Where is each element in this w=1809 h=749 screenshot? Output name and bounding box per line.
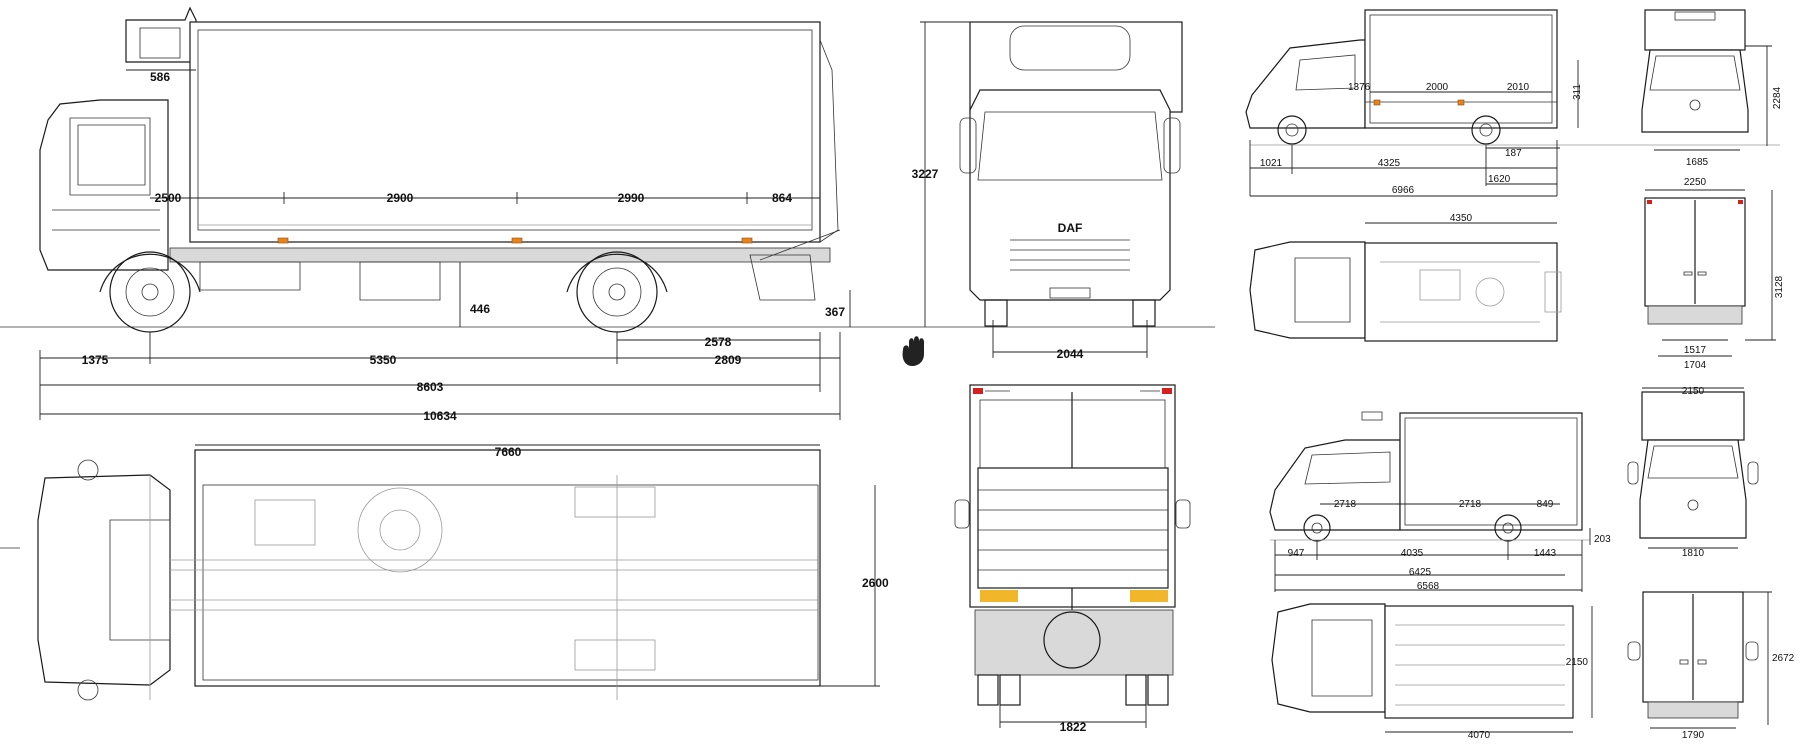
dim-3227: 3227 xyxy=(912,167,939,181)
sprinter-top-view: 4350 xyxy=(1249,213,1562,342)
ducato-front-view: 2150 1810 xyxy=(1627,386,1759,559)
dim-3128: 3128 xyxy=(1774,275,1785,298)
dim-5350: 5350 xyxy=(370,353,397,367)
sprinter-front-view: 2284 1685 xyxy=(1641,9,1783,168)
dim-203: 203 xyxy=(1594,534,1611,545)
dim-4350: 4350 xyxy=(1450,213,1473,224)
dim-1790: 1790 xyxy=(1682,730,1705,741)
dim-2600: 2600 xyxy=(862,576,889,590)
dim-ducato-2150-front: 2150 xyxy=(1682,386,1705,397)
dim-1021: 1021 xyxy=(1260,158,1283,169)
sprinter-rear-view: 2250 3128 1517 1704 xyxy=(1644,177,1785,371)
daf-front-view: DAF 3227 2044 xyxy=(902,21,1183,366)
dim-4325: 4325 xyxy=(1378,158,1401,169)
dim-1620: 1620 xyxy=(1488,174,1511,185)
dim-2010: 2010 xyxy=(1507,82,1530,93)
dim-2000: 2000 xyxy=(1426,82,1449,93)
ducato-rear-view: 2672 1790 xyxy=(1627,591,1795,741)
dim-2672: 2672 xyxy=(1772,653,1795,664)
dim-947: 947 xyxy=(1288,548,1305,559)
dim-2044: 2044 xyxy=(1057,347,1084,361)
dim-ducato-2150-top: 2150 xyxy=(1566,657,1589,668)
dim-1376: 1376 xyxy=(1348,82,1371,93)
dim-8603: 8603 xyxy=(417,380,444,394)
dim-586: 586 xyxy=(150,70,170,84)
dim-2718a: 2718 xyxy=(1334,499,1357,510)
dim-1704: 1704 xyxy=(1684,360,1707,371)
dim-6568: 6568 xyxy=(1417,581,1440,592)
dim-6425: 6425 xyxy=(1409,567,1432,578)
sprinter-side-view: 1376 2000 2010 311 187 1021 4325 1620 69… xyxy=(1245,9,1780,197)
dim-1822: 1822 xyxy=(1060,720,1087,734)
dim-10634: 10634 xyxy=(423,409,457,423)
dim-7660: 7660 xyxy=(495,445,522,459)
dim-6966: 6966 xyxy=(1392,185,1415,196)
daf-rear-view: 1822 xyxy=(954,384,1191,734)
dim-1517: 1517 xyxy=(1684,345,1707,356)
hand-grab-cursor-icon xyxy=(902,336,924,366)
dim-1685: 1685 xyxy=(1686,157,1709,168)
dim-187: 187 xyxy=(1505,148,1522,159)
dim-1443: 1443 xyxy=(1534,548,1557,559)
dim-849: 849 xyxy=(1537,499,1554,510)
daf-side-view: 586 2500 2900 2990 864 446 367 2578 1375… xyxy=(0,6,1215,423)
dim-4070: 4070 xyxy=(1468,730,1491,741)
dim-1375: 1375 xyxy=(82,353,109,367)
dim-2284: 2284 xyxy=(1772,86,1783,109)
dim-2990: 2990 xyxy=(618,191,645,205)
dim-4035: 4035 xyxy=(1401,548,1424,559)
dim-446: 446 xyxy=(470,302,490,316)
ducato-top-view: 2150 4070 xyxy=(1271,603,1593,741)
dim-1810: 1810 xyxy=(1682,548,1705,559)
dim-2578: 2578 xyxy=(705,335,732,349)
daf-brand-logo: DAF xyxy=(1058,221,1083,235)
dim-2900: 2900 xyxy=(387,191,414,205)
dim-2809: 2809 xyxy=(715,353,742,367)
ducato-side-view: 2718 2718 849 203 947 4035 1443 6425 656… xyxy=(1269,411,1611,592)
daf-top-view: 7660 2600 xyxy=(0,444,889,701)
dim-864: 864 xyxy=(772,191,792,205)
dim-2250: 2250 xyxy=(1684,177,1707,188)
dim-367: 367 xyxy=(825,305,845,319)
dim-2500: 2500 xyxy=(155,191,182,205)
dim-311: 311 xyxy=(1572,84,1583,100)
dim-2718b: 2718 xyxy=(1459,499,1482,510)
